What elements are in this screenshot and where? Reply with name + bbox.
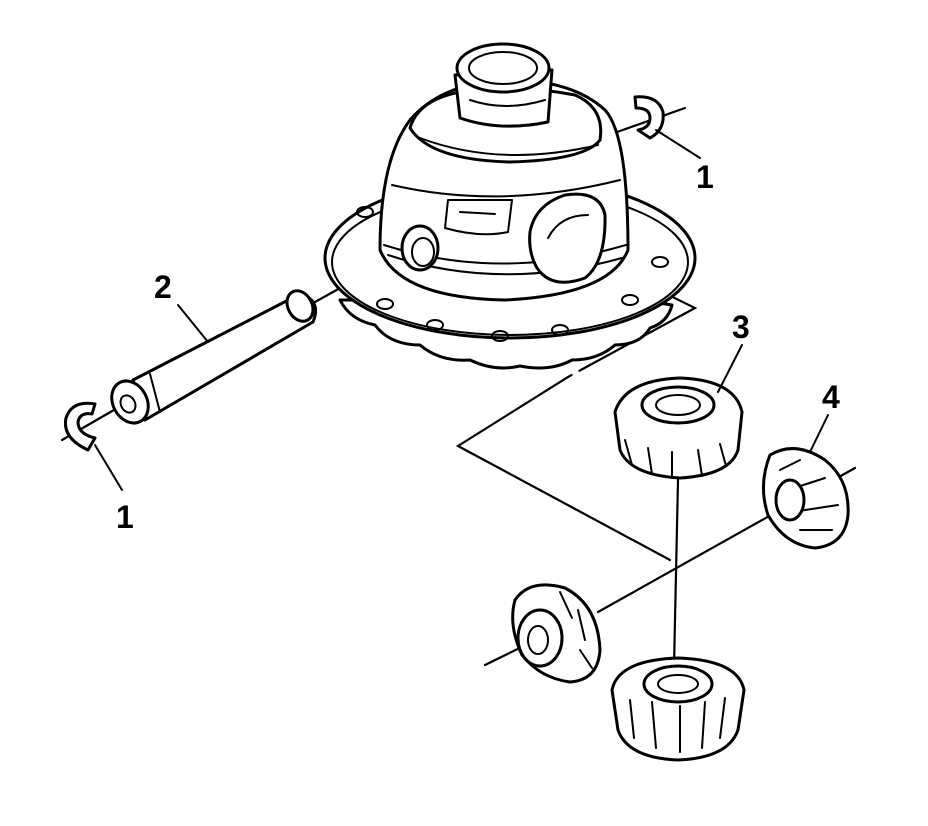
- differential-case: [323, 42, 697, 370]
- side-gear-right: [762, 447, 850, 550]
- retaining-clip-left: [63, 401, 97, 452]
- callout-1-right-clip: 1: [696, 159, 714, 195]
- flange-bolt-holes: [356, 206, 669, 342]
- callout-2-pinion-shaft: 2: [154, 269, 172, 305]
- leader-lines: [94, 129, 829, 491]
- pinion-gear-top: [613, 376, 744, 480]
- callout-3-pinion-gear: 3: [732, 309, 750, 345]
- callout-4-side-gear: 4: [822, 379, 840, 415]
- side-gear-left: [511, 583, 602, 684]
- pinion-gear-bottom: [610, 656, 746, 762]
- callout-1-left-clip: 1: [116, 499, 134, 535]
- retaining-clip-right: [633, 95, 665, 140]
- pinion-shaft: [110, 289, 318, 425]
